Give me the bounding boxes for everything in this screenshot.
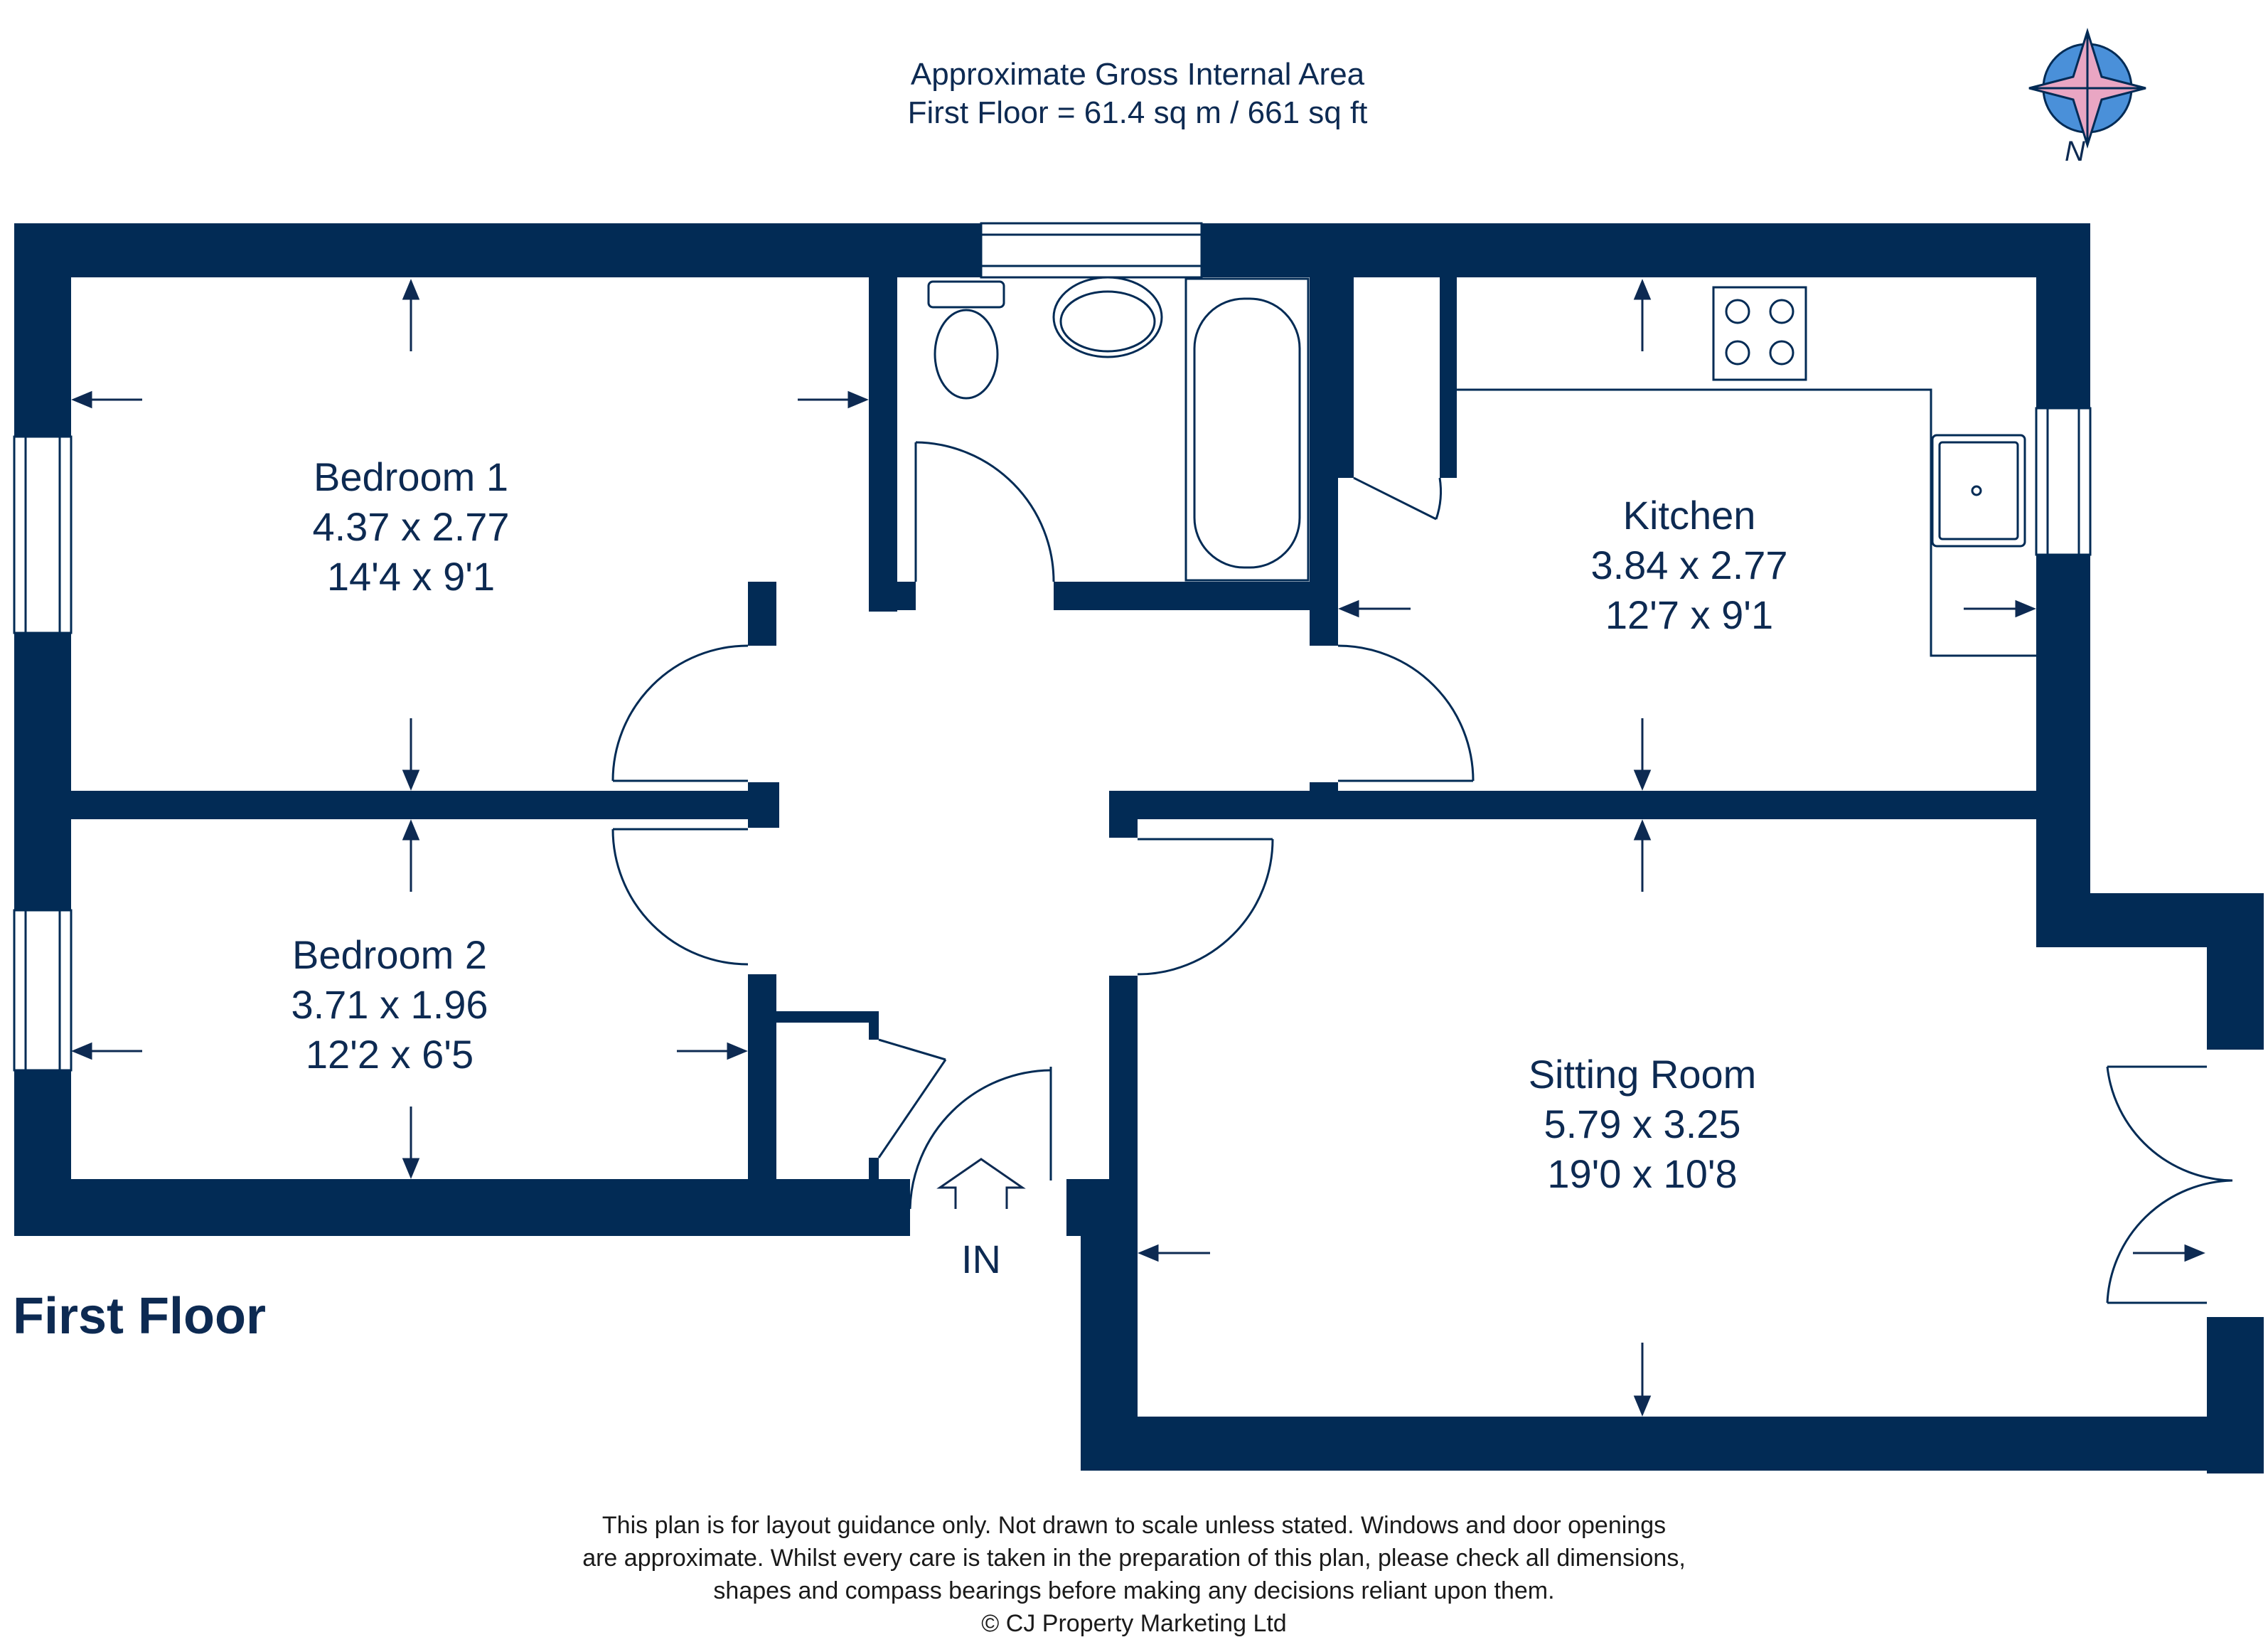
compass-icon: [2028, 27, 2146, 149]
area-title: Approximate Gross Internal Area: [910, 57, 1365, 92]
doors: [611, 441, 2233, 1304]
kitchen-metric: 3.84 x 2.77: [1590, 543, 1787, 587]
bedroom2-imperial: 12'2 x 6'5: [306, 1032, 474, 1077]
walls: [14, 223, 2264, 1473]
windows: [13, 222, 2092, 1072]
sitting-room-imperial: 19'0 x 10'8: [1547, 1151, 1737, 1196]
bath-icon: [1184, 277, 1310, 582]
sitting-room-metric: 5.79 x 3.25: [1544, 1102, 1740, 1146]
entrance-arrow-icon: [936, 1158, 1026, 1209]
disclaimer-line-3: shapes and compass bearings before makin…: [713, 1577, 1555, 1604]
basin-icon: [1052, 276, 1163, 358]
toilet-cistern: [927, 280, 1005, 309]
floor-label: First Floor: [13, 1288, 266, 1345]
kitchen-worktop: [1457, 388, 2036, 657]
fixtures: [927, 276, 2036, 657]
bedroom2-metric: 3.71 x 1.96: [291, 982, 488, 1027]
entrance-label: IN: [961, 1237, 1001, 1281]
toilet-icon: [934, 309, 999, 400]
bedroom2-name: Bedroom 2: [292, 932, 487, 977]
disclaimer-line-2: are approximate. Whilst every care is ta…: [582, 1545, 1686, 1572]
sitting-room-name: Sitting Room: [1529, 1052, 1757, 1097]
bedroom1-imperial: 14'4 x 9'1: [327, 554, 495, 599]
compass-north-label: N: [2065, 136, 2085, 167]
kitchen-name: Kitchen: [1623, 493, 1756, 538]
bedroom1-metric: 4.37 x 2.77: [312, 504, 509, 549]
disclaimer-line-1: This plan is for layout guidance only. N…: [601, 1512, 1667, 1539]
copyright: © CJ Property Marketing Ltd: [981, 1610, 1287, 1637]
sink-icon: [1931, 434, 2026, 548]
bedroom1-name: Bedroom 1: [314, 454, 508, 499]
dimension-arrows: [71, 279, 2205, 1417]
area-summary: First Floor = 61.4 sq m / 661 sq ft: [907, 95, 1368, 130]
kitchen-imperial: 12'7 x 9'1: [1605, 592, 1773, 637]
hob-icon: [1712, 286, 1807, 381]
